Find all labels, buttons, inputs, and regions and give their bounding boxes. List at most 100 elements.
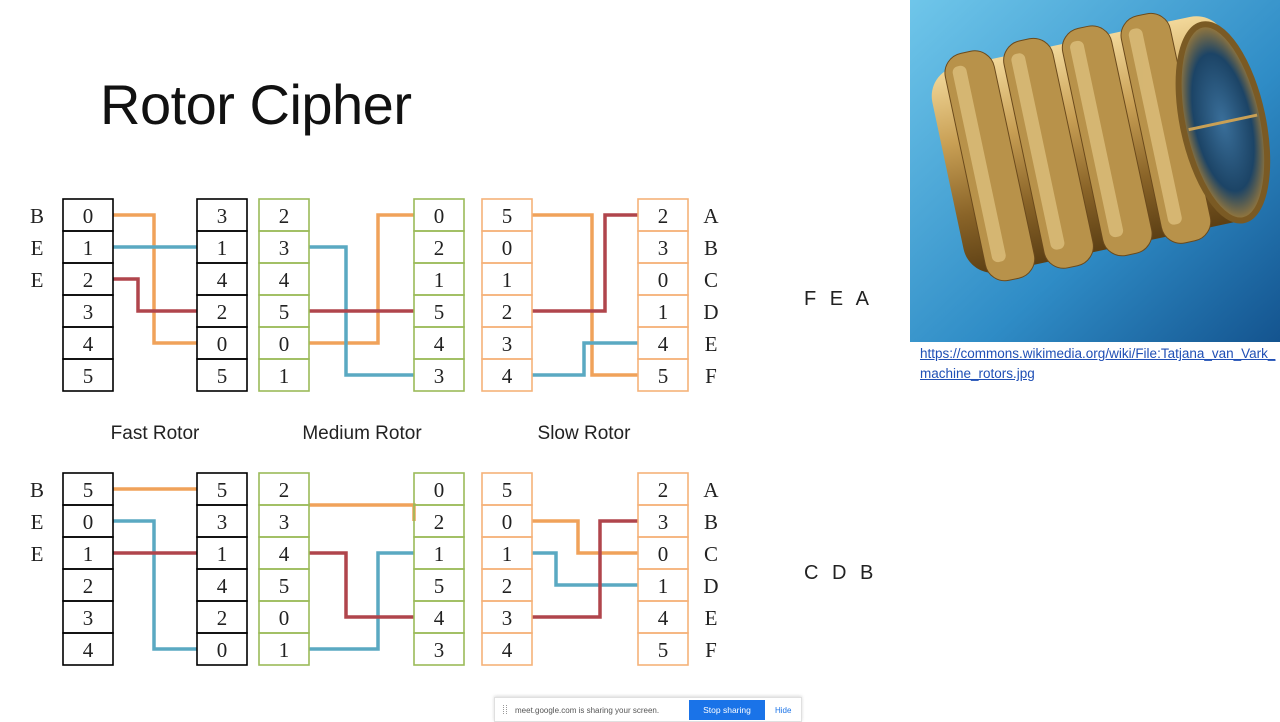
- slow-rotor-right-digit: 4: [658, 606, 669, 630]
- slow-rotor-left-digit: 4: [502, 638, 513, 662]
- rotor-diagram-top: 012345314205234501021543501234230145BEEA…: [30, 198, 719, 392]
- medium-rotor-right-digit: 1: [434, 542, 445, 566]
- fast-rotor-left-digit: 5: [83, 478, 94, 502]
- input-letter: E: [31, 542, 44, 566]
- fast-rotor-right-digit: 2: [217, 300, 228, 324]
- slow-rotor-right-digit: 4: [658, 332, 669, 356]
- fast-rotor-right-digit: 0: [217, 332, 228, 356]
- input-letter: E: [31, 268, 44, 292]
- fast-rotor-right-digit: 1: [217, 236, 228, 260]
- slow-rotor-right-digit: 3: [658, 510, 669, 534]
- wire-orange: [113, 213, 197, 345]
- output-letter: C: [704, 542, 718, 566]
- fast-rotor-label: Fast Rotor: [111, 423, 200, 444]
- slow-rotor-right-cell: [637, 358, 689, 392]
- slow-rotor-left-digit: 3: [502, 332, 513, 356]
- medium-rotor-label: Medium Rotor: [302, 423, 422, 444]
- medium-rotor-right-digit: 3: [434, 638, 445, 662]
- stop-sharing-button[interactable]: Stop sharing: [689, 700, 765, 720]
- medium-rotor-right-digit: 3: [434, 364, 445, 388]
- medium-rotor-right-digit: 0: [434, 204, 445, 228]
- medium-rotor-right-cell: [413, 632, 465, 666]
- slow-rotor-left-digit: 3: [502, 606, 513, 630]
- wire-blue: [532, 341, 638, 377]
- fast-rotor-left-digit: 0: [83, 510, 94, 534]
- slow-rotor-right-digit: 0: [658, 542, 669, 566]
- medium-rotor-left-digit: 5: [279, 300, 290, 324]
- medium-rotor-right-digit: 0: [434, 478, 445, 502]
- screen-share-bar: meet.google.com is sharing your screen. …: [494, 697, 802, 722]
- wire-red: [532, 519, 638, 619]
- fast-rotor-left-digit: 1: [83, 542, 94, 566]
- fast-rotor-left-digit: 4: [83, 638, 94, 662]
- slow-rotor-left-digit: 0: [502, 236, 513, 260]
- wire-red: [309, 551, 414, 619]
- medium-rotor-right-cell: [413, 358, 465, 392]
- medium-rotor-left-digit: 3: [279, 510, 290, 534]
- slow-rotor-right-digit: 3: [658, 236, 669, 260]
- medium-rotor-left-digit: 1: [279, 638, 290, 662]
- wire-red: [532, 213, 638, 313]
- fast-rotor-left-digit: 3: [83, 606, 94, 630]
- fast-rotor-left-digit: 5: [83, 364, 94, 388]
- output-letter: F: [705, 638, 717, 662]
- wire-orange: [532, 519, 638, 555]
- fast-rotor-left-digit: 2: [83, 574, 94, 598]
- slow-rotor-right-digit: 0: [658, 268, 669, 292]
- slow-rotor-right-digit: 2: [658, 204, 669, 228]
- slow-rotor-left-cell: [481, 632, 533, 666]
- medium-rotor-left-digit: 5: [279, 574, 290, 598]
- wire-blue: [309, 551, 414, 651]
- fast-rotor-right-digit: 5: [217, 478, 228, 502]
- fast-rotor-left-cell: [62, 632, 114, 666]
- slow-rotor-left-digit: 4: [502, 364, 513, 388]
- medium-rotor-left-cell: [258, 358, 310, 392]
- rotor-machine-photo: [910, 0, 1280, 342]
- slow-rotor-label: Slow Rotor: [538, 423, 632, 444]
- wire-red: [113, 277, 197, 313]
- medium-rotor-left-digit: 3: [279, 236, 290, 260]
- medium-rotor-right-digit: 5: [434, 300, 445, 324]
- fast-rotor-right-cell: [196, 358, 248, 392]
- slow-rotor-right-digit: 1: [658, 574, 669, 598]
- rotor-diagram-bottom: 501234531420234501021543501234230145BEEA…: [30, 472, 719, 666]
- slow-rotor-left-digit: 5: [502, 478, 513, 502]
- slow-rotor-left-cell: [481, 358, 533, 392]
- medium-rotor-left-digit: 1: [279, 364, 290, 388]
- fast-rotor-right-digit: 0: [217, 638, 228, 662]
- drag-handle-icon[interactable]: [503, 705, 507, 714]
- fast-rotor-left-cell: [62, 358, 114, 392]
- slow-rotor-left-digit: 5: [502, 204, 513, 228]
- output-letter: B: [704, 510, 718, 534]
- slow-rotor-right-digit: 2: [658, 478, 669, 502]
- medium-rotor-left-digit: 0: [279, 332, 290, 356]
- fast-rotor-right-digit: 4: [217, 574, 228, 598]
- slow-rotor-left-digit: 0: [502, 510, 513, 534]
- medium-rotor-right-digit: 2: [434, 236, 445, 260]
- fast-rotor-right-cell: [196, 632, 248, 666]
- output-letter: C: [704, 268, 718, 292]
- fast-rotor-right-digit: 3: [217, 204, 228, 228]
- output-letter: F: [705, 364, 717, 388]
- output-letter: D: [703, 574, 718, 598]
- slow-rotor-right-digit: 1: [658, 300, 669, 324]
- page-title: Rotor Cipher: [100, 73, 412, 136]
- output-letter: E: [705, 332, 718, 356]
- output-text-bottom: C D B: [804, 562, 878, 584]
- wire-blue: [532, 551, 638, 587]
- slow-rotor-right-digit: 5: [658, 638, 669, 662]
- medium-rotor-left-digit: 2: [279, 204, 290, 228]
- output-letter: B: [704, 236, 718, 260]
- output-letter: D: [703, 300, 718, 324]
- output-letter: A: [703, 204, 719, 228]
- hide-button[interactable]: Hide: [775, 706, 792, 715]
- fast-rotor-right-digit: 5: [217, 364, 228, 388]
- medium-rotor-left-digit: 4: [279, 542, 290, 566]
- image-source-link[interactable]: https://commons.wikimedia.org/wiki/File:…: [920, 346, 1276, 381]
- fast-rotor-right-digit: 4: [217, 268, 228, 292]
- fast-rotor-right-digit: 2: [217, 606, 228, 630]
- output-letter: E: [705, 606, 718, 630]
- slow-rotor-left-digit: 2: [502, 574, 513, 598]
- slow-rotor-right-cell: [637, 632, 689, 666]
- fast-rotor-left-digit: 2: [83, 268, 94, 292]
